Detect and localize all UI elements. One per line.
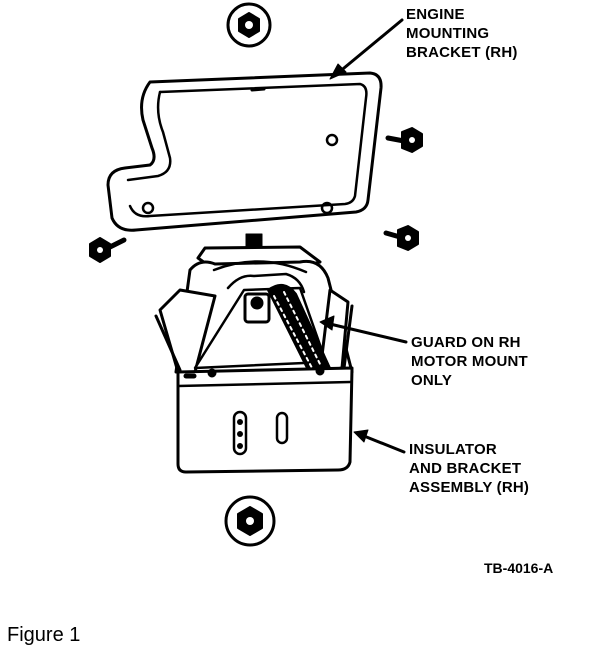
engine-bracket-label-line-2: MOUNTING [406,25,490,42]
insulator-label: INSULATOR AND BRACKET ASSEMBLY (RH) [409,440,529,497]
insulator-label-line-1: INSULATOR [409,441,497,458]
engine-bracket-leader [329,18,404,80]
engine-bracket-label: ENGINE MOUNTING BRACKET (RH) [406,5,518,62]
bottom-nut [224,495,276,547]
insulator-leader [353,429,406,454]
guard-label-line-2: MOTOR MOUNT [411,353,528,370]
figure-caption: Figure 1 [7,624,81,646]
right-lower-bolt [383,225,419,251]
guard-label-line-3: ONLY [411,372,453,389]
figure-code: TB-4016-A [484,560,554,576]
engine-bracket-label-line-3: BRACKET (RH) [406,44,518,61]
guard-label-line-1: GUARD ON RH [411,334,521,351]
insulator-bracket-assembly [154,233,354,474]
guard-leader [319,315,408,344]
guard-label: GUARD ON RH MOTOR MOUNT ONLY [411,333,528,390]
engine-bracket-label-line-1: ENGINE [406,6,465,23]
engine-mounting-bracket [106,71,383,232]
insulator-label-line-3: ASSEMBLY (RH) [409,479,530,496]
left-bolt [89,237,127,263]
insulator-label-line-2: AND BRACKET [409,460,522,477]
top-nut [226,2,272,48]
right-upper-bolt [385,127,423,153]
